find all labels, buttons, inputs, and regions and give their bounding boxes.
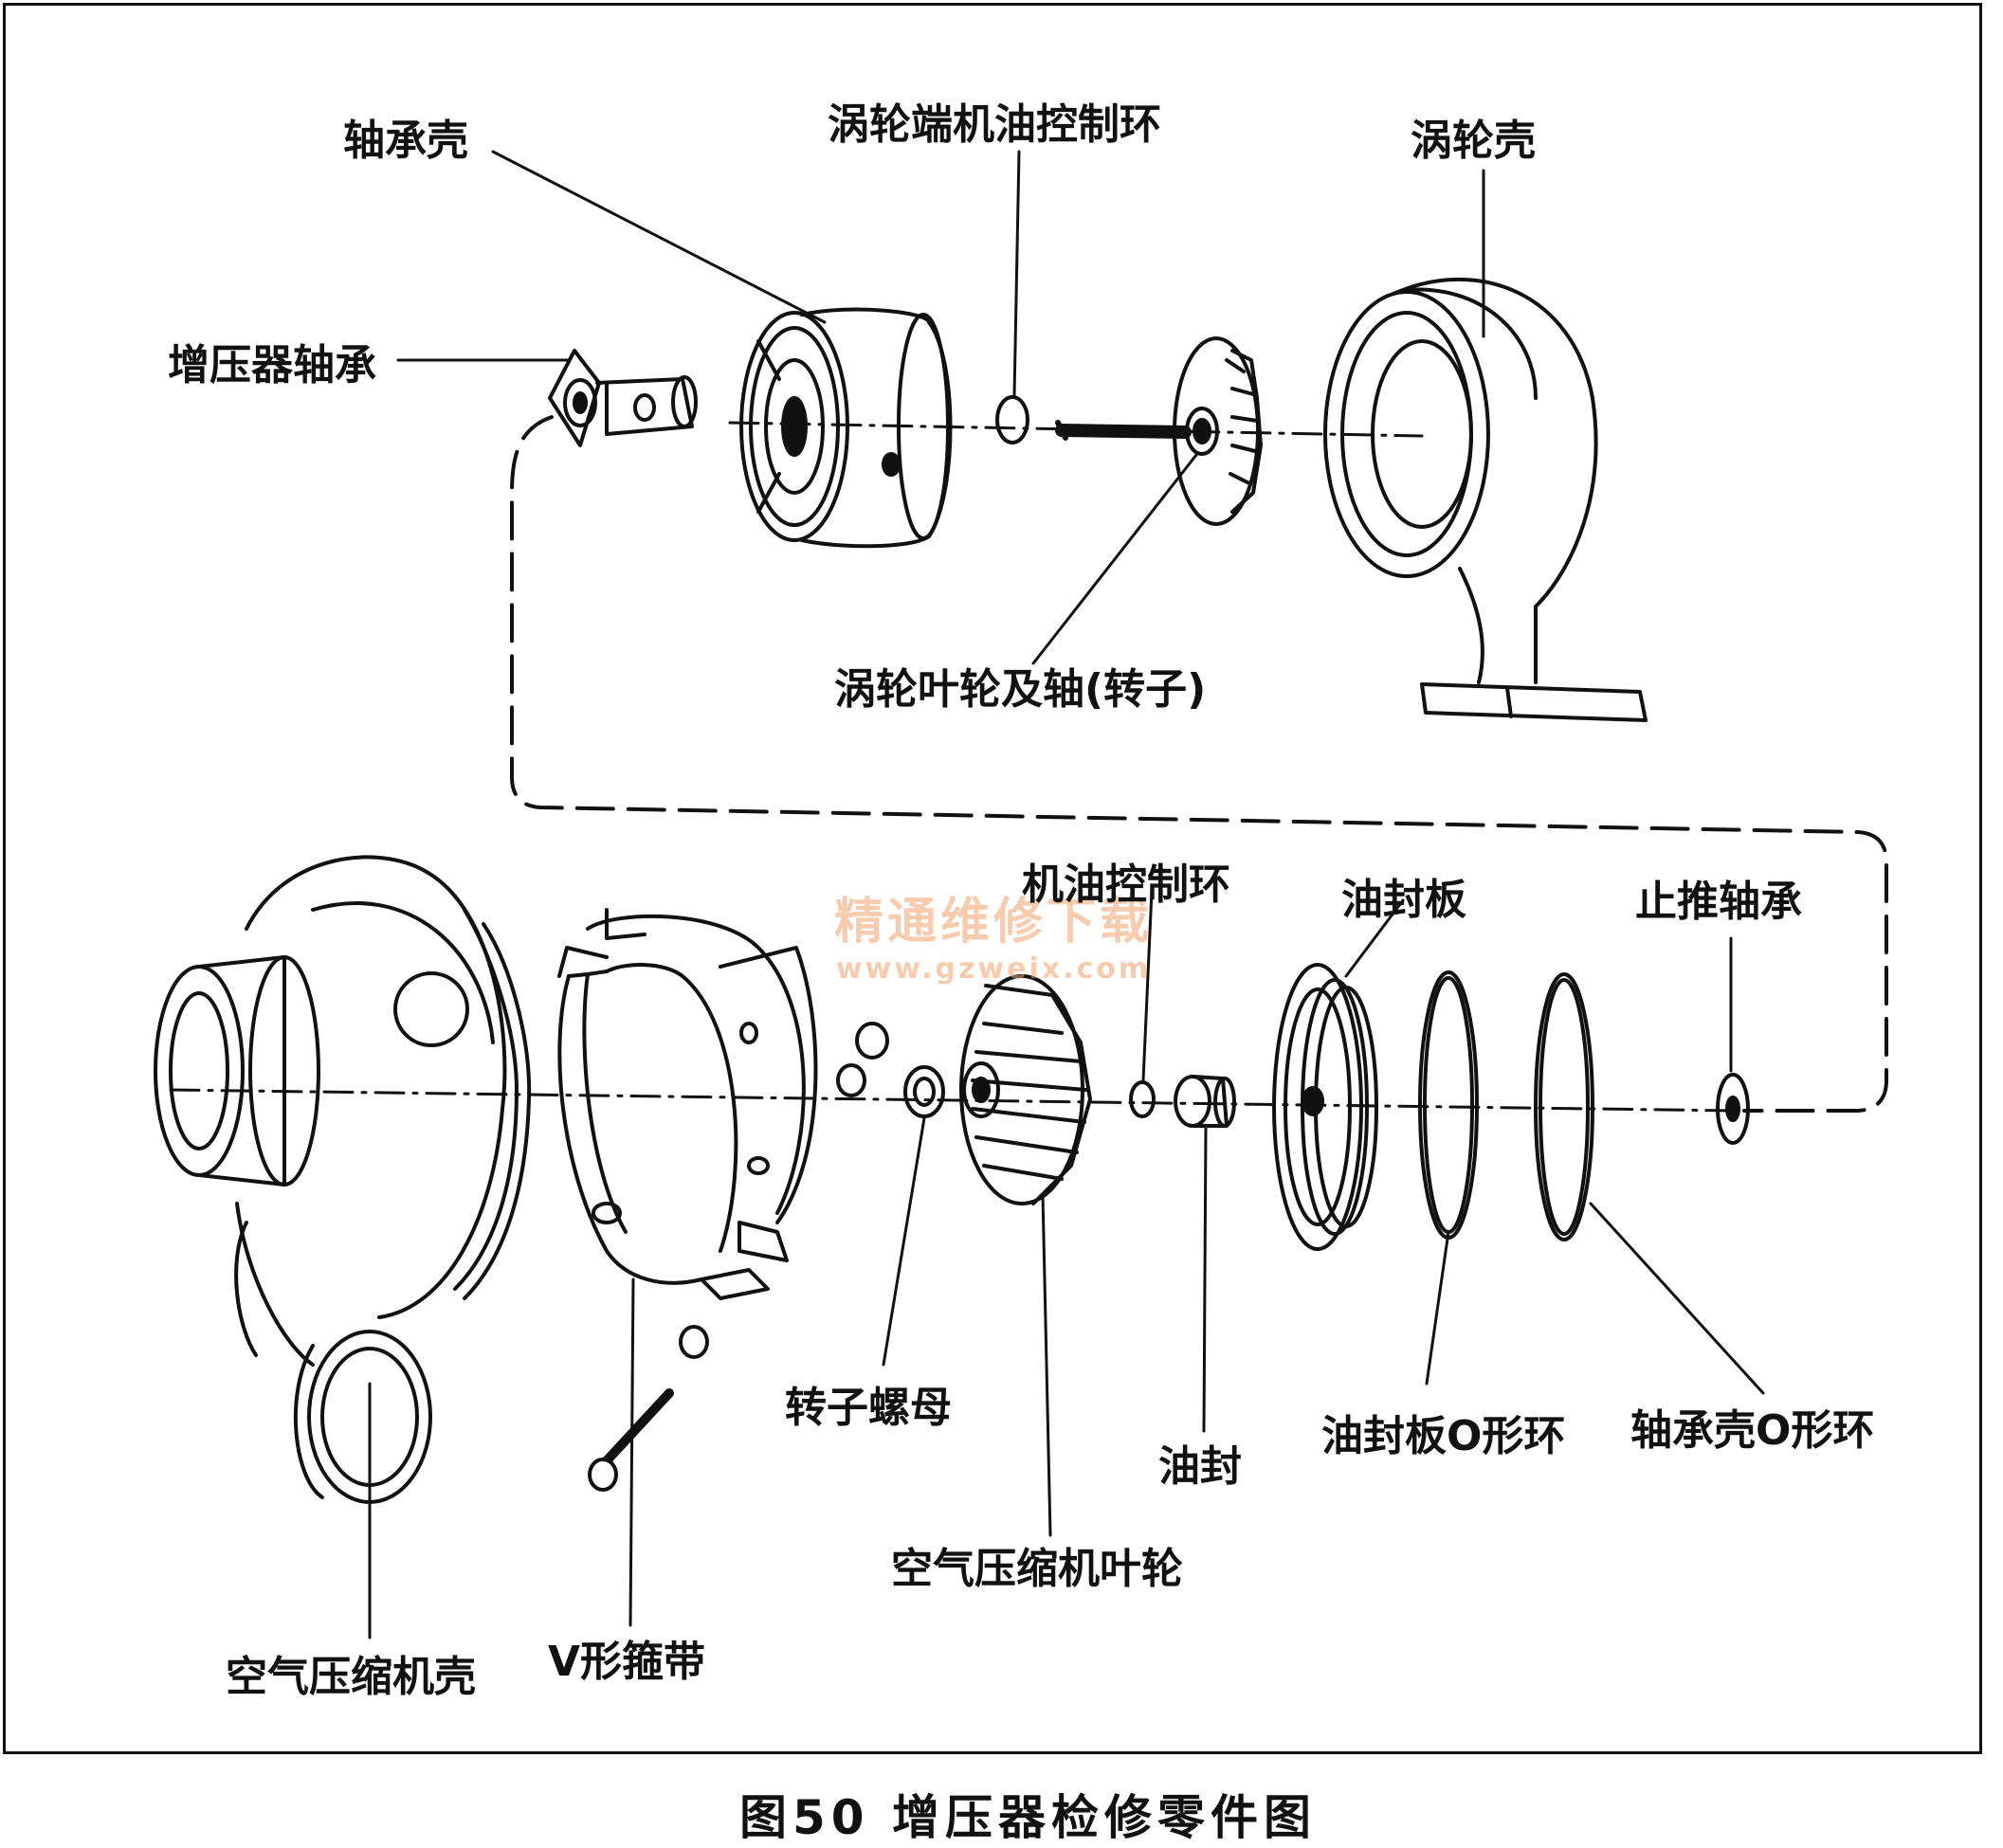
- bearing-housing-drawing: [739, 307, 953, 549]
- turbine-wheel-drawing: [1055, 336, 1263, 526]
- watermark-text: 精通维修下载: [834, 894, 1154, 951]
- label-compressor-housing: 空气压缩机壳: [226, 1653, 476, 1701]
- thrust-bearing-drawing: [1716, 1073, 1750, 1145]
- label-bearing-housing: 轴承壳: [343, 117, 468, 165]
- label-oil-seal-plate-oring: 油封板O形环: [1321, 1412, 1566, 1460]
- label-v-band-clamp: V形箍带: [548, 1638, 706, 1686]
- label-turbine-oil-control-ring: 涡轮端机油控制环: [828, 100, 1161, 149]
- turbocharger-bearing-drawing: [548, 349, 698, 447]
- watermark-url: www.gzweix.com: [835, 952, 1152, 986]
- figure-caption: 图50 增压器检修零件图: [739, 1790, 1317, 1845]
- label-compressor-wheel: 空气压缩机叶轮: [891, 1545, 1183, 1593]
- label-oil-control-ring: 机油控制环: [1022, 861, 1230, 909]
- assembly-dashed-path: [510, 415, 1888, 1113]
- label-turbine-housing: 涡轮壳: [1411, 117, 1536, 165]
- oil-control-ring-drawing: [1129, 1080, 1156, 1118]
- compressor-wheel-drawing: [959, 974, 1092, 1205]
- label-bearing-housing-oring: 轴承壳O形环: [1630, 1406, 1875, 1455]
- label-rotor-nut: 转子螺母: [785, 1384, 952, 1432]
- oil-seal-plate-oring-drawing: [1418, 970, 1479, 1240]
- v-band-clamp-drawing: [557, 908, 889, 1492]
- oil-seal-drawing: [1174, 1075, 1236, 1128]
- label-turbocharger-bearing: 增压器轴承: [168, 341, 376, 390]
- rotor-nut-drawing: [903, 1065, 945, 1118]
- label-oil-seal: 油封: [1158, 1442, 1242, 1491]
- turbine-housing-drawing: [1323, 277, 1648, 722]
- bearing-housing-oring-drawing: [1534, 972, 1594, 1241]
- label-turbine-wheel-shaft: 涡轮叶轮及轴(转子): [834, 665, 1207, 714]
- diagram-frame: [3, 3, 1982, 1754]
- label-oil-seal-plate: 油封板: [1341, 876, 1466, 924]
- label-thrust-bearing: 止推轴承: [1635, 878, 1802, 926]
- leader-lines: [368, 150, 1765, 1640]
- turbine-oil-control-ring-drawing: [995, 395, 1029, 444]
- bottom-axis-line: [169, 1088, 1737, 1113]
- oil-seal-plate-drawing: [1272, 963, 1378, 1251]
- watermark: 精通维修下载 www.gzweix.com: [834, 881, 1153, 986]
- compressor-housing-drawing: [154, 855, 532, 1504]
